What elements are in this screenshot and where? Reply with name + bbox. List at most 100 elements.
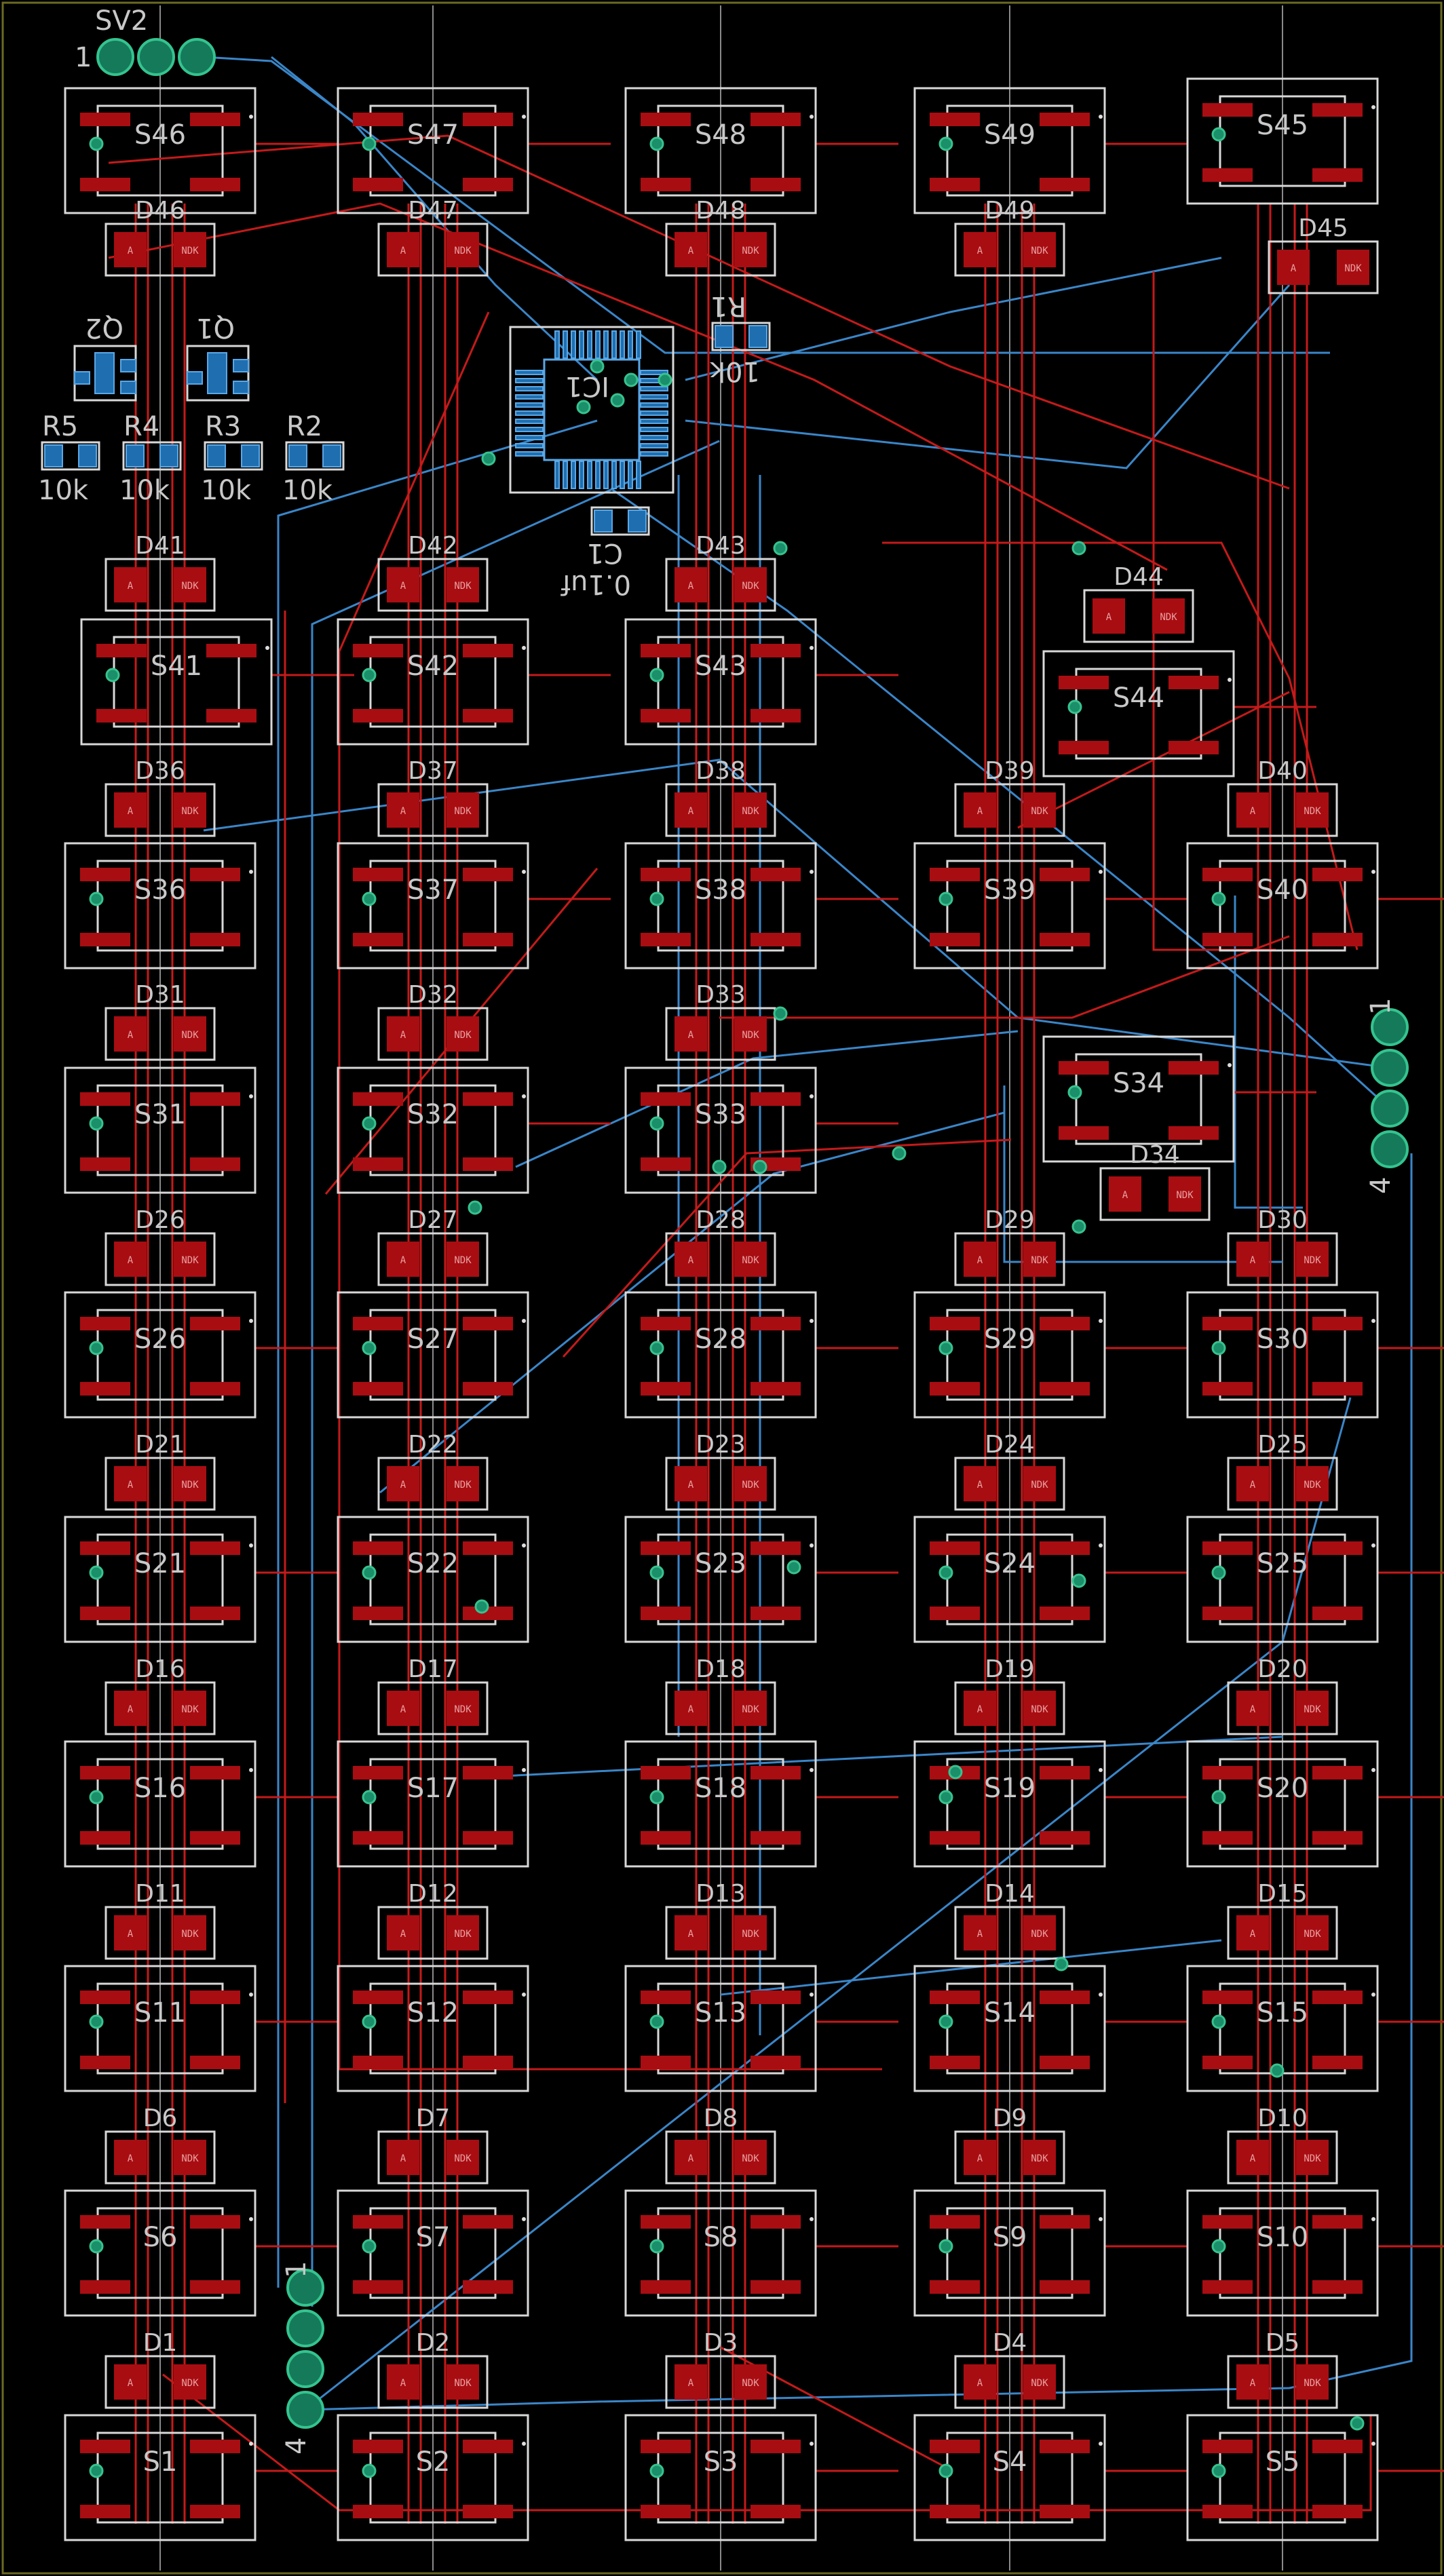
switch-s12[interactable]: S12: [337, 1965, 529, 2092]
microcontroller-ic[interactable]: IC1: [509, 326, 674, 494]
switch-s10[interactable]: S10: [1186, 2189, 1379, 2317]
resistor-r1[interactable]: R1 10k: [709, 290, 771, 387]
switch-s11[interactable]: S11: [64, 1965, 256, 2092]
switch-s43[interactable]: S43: [624, 618, 817, 746]
header-pin[interactable]: [1371, 1090, 1409, 1128]
switch-s31[interactable]: S31: [64, 1066, 256, 1194]
header-right[interactable]: 1 4: [1365, 998, 1409, 1194]
header-pin[interactable]: [286, 2391, 324, 2429]
switch-s5[interactable]: S5: [1186, 2414, 1379, 2541]
switch-s47[interactable]: S47: [337, 87, 529, 214]
switch-s39[interactable]: S39: [913, 842, 1106, 969]
resistor-r3[interactable]: R3 10k: [201, 411, 263, 506]
header-pin[interactable]: [286, 2269, 324, 2307]
switch-s28[interactable]: S28: [624, 1291, 817, 1419]
header-pin[interactable]: [1371, 1008, 1409, 1046]
capacitor-c1[interactable]: C1 0.1uf: [560, 506, 650, 600]
switch-s18[interactable]: S18: [624, 1740, 817, 1868]
switch-s30[interactable]: S30: [1186, 1291, 1379, 1419]
switch-s49[interactable]: S49: [913, 87, 1106, 214]
switch-s23[interactable]: S23: [624, 1516, 817, 1643]
switch-s48[interactable]: S48: [624, 87, 817, 214]
switch-s1[interactable]: S1: [64, 2414, 256, 2541]
switch-s15[interactable]: S15: [1186, 1965, 1379, 2092]
header-pin[interactable]: [178, 38, 216, 76]
switch-s3[interactable]: S3: [624, 2414, 817, 2541]
switch-s9[interactable]: S9: [913, 2189, 1106, 2317]
switch-s20[interactable]: S20: [1186, 1740, 1379, 1868]
header-pin[interactable]: [1371, 1049, 1409, 1087]
switch-s13[interactable]: S13: [624, 1965, 817, 2092]
switch-s2[interactable]: S2: [337, 2414, 529, 2541]
switch-s21[interactable]: S21: [64, 1516, 256, 1643]
switch-s19[interactable]: S19: [913, 1740, 1106, 1868]
switch-s25[interactable]: S25: [1186, 1516, 1379, 1643]
switch-s14[interactable]: S14: [913, 1965, 1106, 2092]
switch-s41[interactable]: S41: [80, 618, 273, 746]
header-bottom[interactable]: 1 4: [281, 2261, 324, 2455]
header-pin[interactable]: [96, 38, 134, 76]
switch-s26[interactable]: S26: [64, 1291, 256, 1419]
header-sv2[interactable]: SV2 1: [75, 5, 216, 76]
switch-s40[interactable]: S40: [1186, 842, 1379, 969]
header-pin[interactable]: [137, 38, 175, 76]
switch-s6[interactable]: S6: [64, 2189, 256, 2317]
switch-s44[interactable]: S44: [1042, 650, 1235, 777]
switch-s22[interactable]: S22: [337, 1516, 529, 1643]
switch-s8[interactable]: S8: [624, 2189, 817, 2317]
header-pin[interactable]: [286, 2309, 324, 2347]
switch-s4[interactable]: S4: [913, 2414, 1106, 2541]
switch-s38[interactable]: S38: [624, 842, 817, 969]
transistor-q2[interactable]: Q2: [73, 312, 137, 402]
switch-s27[interactable]: S27: [337, 1291, 529, 1419]
resistor-r5[interactable]: R5 10k: [38, 411, 100, 506]
switch-s45[interactable]: S45: [1186, 77, 1379, 205]
transistor-q1[interactable]: Q1: [186, 312, 250, 402]
switch-s33[interactable]: S33: [624, 1066, 817, 1194]
switch-s46[interactable]: S46: [64, 87, 256, 214]
resistor-r4[interactable]: R4 10k: [119, 411, 182, 506]
